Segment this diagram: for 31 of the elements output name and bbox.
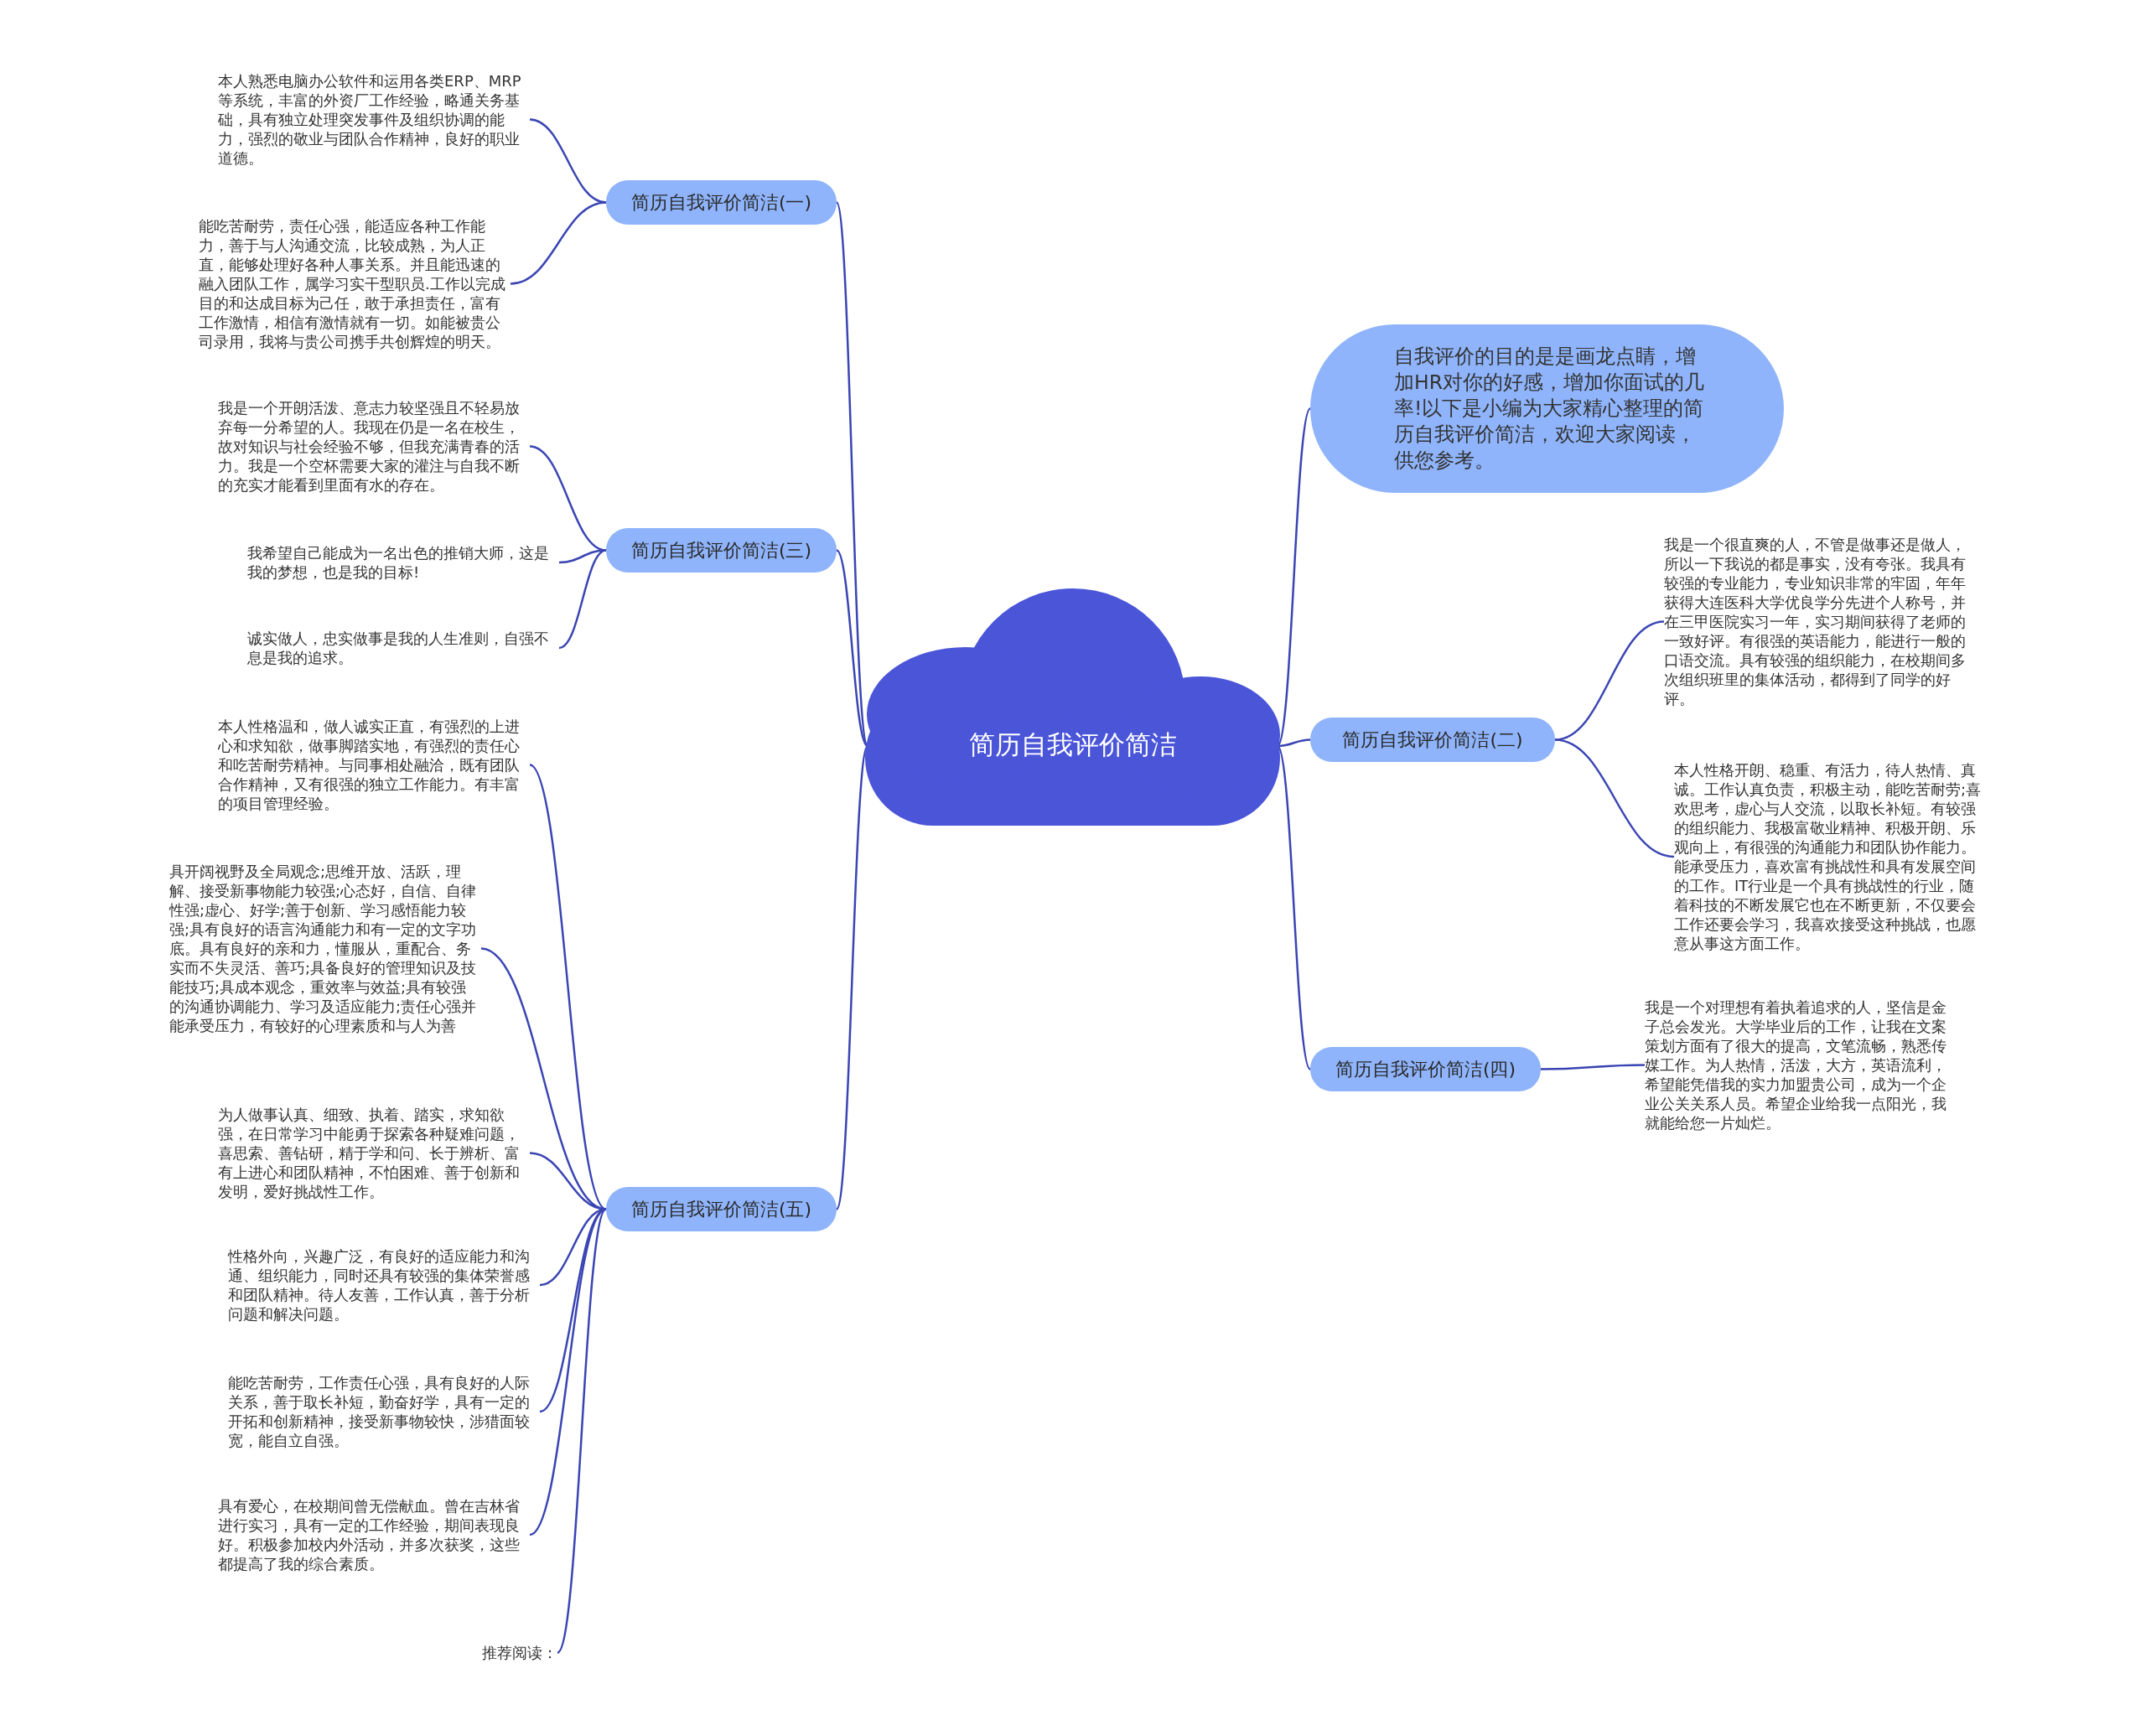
intro-bubble: 自我评价的目的是是画龙点睛，增加HR对你的好感，增加你面试的几率!以下是小编为大家精心整理的简历自我评价简洁，欢迎大家阅读，供您参考。 <box>1310 324 1784 493</box>
note-text: 能吃苦耐劳，责任心强，能适应各种工作能力，善于与人沟通交流，比较成熟，为人正直，能够处理好各种人事关系。并且能迅速的融入团队工作，属学习实干型职员.工作以完成目的和达成目标为己任，敢于承担责任，富有工作激情，相信有激情就有一切。如能被贵公司录用，我将与贵公司携手共创辉煌的明天。 <box>199 216 511 351</box>
connector-line <box>529 1208 607 1536</box>
topic-pill: 简历自我评价简洁(四) <box>1310 1047 1541 1091</box>
topic-pill: 简历自我评价简洁(三) <box>606 528 837 573</box>
note-text: 本人性格温和，做人诚实正直，有强烈的上进心和求知欲，做事脚踏实地，有强烈的责任心和吃苦耐劳精神。与同事相处融洽，既有团队合作精神，又有很强的独立工作能力。有丰富的项目管理经验。 <box>218 717 530 813</box>
connector-line <box>558 549 607 650</box>
note-text: 我是一个开朗活泼、意志力较坚强且不轻易放弃每一分希望的人。我现在仍是一名在校生，故对知识与社会经验不够，但我充满青春的活力。我是一个空杯需要大家的灌注与自我不断的充实才能看到里面有水的存在。 <box>218 398 530 495</box>
note-text: 能吃苦耐劳，工作责任心强，具有良好的人际关系，善于取长补短，勤奋好学，具有一定的开拓和创新精神，接受新事物较快，涉猎面较宽，能自立自强。 <box>228 1373 540 1450</box>
note-text: 我是一个很直爽的人，不管是做事还是做人，所以一下我说的都是事实，没有夸张。我具有较强的专业能力，专业知识非常的牢固，年年获得大连医科大学优良学分先进个人称号，并在三甲医院实习一年，实习期间获得了老师的一致好评。有很强的英语能力，能进行一般的口语交流。具有较强的组织能力，在校期间多次组织班里的集体活动，都得到了同学的好评。 <box>1664 535 1976 708</box>
note-text: 诚实做人，忠实做事是我的人生准则，自强不息是我的追求。 <box>247 629 559 667</box>
connector-line <box>529 764 607 1210</box>
note-text: 本人熟悉电脑办公软件和运用各类ERP、MRP等系统，丰富的外资厂工作经验，略通关务基础，具有独立处理突发事件及组织协调的能力，强烈的敬业与团队合作精神，良好的职业道德。 <box>218 71 530 168</box>
topic-pill: 简历自我评价简洁(二) <box>1310 718 1555 762</box>
note-text: 推荐阅读： <box>482 1643 557 1662</box>
note-text: 具有爱心，在校期间曾无偿献血。曾在吉林省进行实习，具有一定的工作经验，期间表现良好。积极参加校内外活动，并多次获奖，这些都提高了我的综合素质。 <box>218 1496 530 1573</box>
note-text: 具开阔视野及全局观念;思维开放、活跃，理解、接受新事物能力较强;心态好，自信、自律性强;虚心、好学;善于创新、学习感悟能力较强;具有良好的语言沟通能力和有一定的文字功底。具有良好的亲和力，懂服从，重配合、务实而不失灵活、善巧;具备良好的管理知识及技能技巧;具成本观念，重效率与效益;具有较强的沟通协调能力、学习及适应能力;责任心强并能承受压力，有较好的心理素质和与人为善 <box>169 862 481 1035</box>
topic-pill: 简历自我评价简洁(一) <box>606 180 837 225</box>
topic-pill: 简历自我评价简洁(五) <box>606 1187 837 1231</box>
connector-line <box>835 202 869 747</box>
connector-line <box>1554 738 1675 858</box>
note-text: 为人做事认真、细致、执着、踏实，求知欲强，在日常学习中能勇于探索各种疑难问题，喜思索、善钻研，精于学和问、长于辨析、富有上进心和团队精神，不怕困难、善于创新和发明，爱好挑战性工作。 <box>218 1105 530 1201</box>
connector-line <box>510 201 607 285</box>
note-text: 本人性格开朗、稳重、有活力，待人热情、真诚。工作认真负责，积极主动，能吃苦耐劳;喜欢思考，虚心与人交流，以取长补短。有较强的组织能力、我极富敬业精神、积极开朗、乐观向上，有很强的沟通能力和团队协作能力。能承受压力，喜欢富有挑战性和具有发展空间的工作。IT行业是一个具有挑战性的行业，随着科技的不断发展它也在不断更新，不仅要会工作还要会学习，我喜欢接受这种挑战，也愿意从事这方面工作。 <box>1674 760 1986 953</box>
connector-line <box>556 1208 608 1654</box>
connector-line <box>1541 1064 1645 1070</box>
connector-line <box>1277 738 1311 748</box>
connector-line <box>558 549 607 564</box>
note-text: 我是一个对理想有着执着追求的人，坚信是金子总会发光。大学毕业后的工作，让我在文案策划方面有了很大的提高，文笔流畅，熟悉传媒工作。为人热情，活泼，大方，英语流利，希望能凭借我的实力加盟贵公司，成为一个企业公关关系人员。希望企业给我一点阳光，我就能给您一片灿烂。 <box>1645 998 1957 1132</box>
note-text: 我希望自己能成为一名出色的推销大师，这是我的梦想，也是我的目标! <box>247 543 559 582</box>
note-text: 性格外向，兴趣广泛，有良好的适应能力和沟通、组织能力，同时还具有较强的集体荣誉感和团队精神。待人友善，工作认真，善于分析问题和解决问题。 <box>228 1246 540 1324</box>
